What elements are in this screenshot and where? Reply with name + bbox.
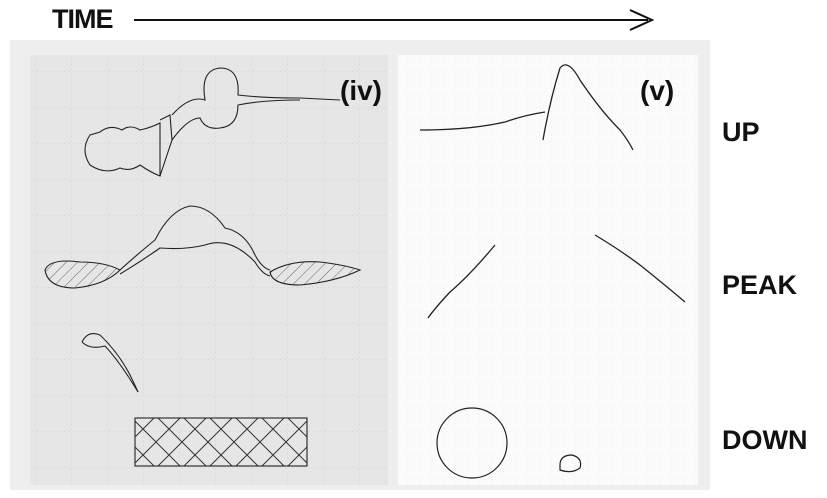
panel-v-up-sketch	[419, 64, 634, 151]
panel-iv-peak-sketch	[44, 205, 362, 289]
panel-v-peak-sketch	[427, 234, 686, 319]
panel-iv-down-sketch	[81, 333, 308, 467]
panel-iv-label: (iv)	[340, 75, 382, 106]
panel-iv-up-sketch	[84, 67, 341, 177]
row-label-up: UP	[722, 117, 760, 147]
panel-v	[398, 55, 698, 485]
time-arrow	[134, 9, 655, 31]
panel-iv	[30, 55, 388, 485]
time-axis-label: TIME	[52, 4, 113, 34]
panel-v-label: (v)	[640, 75, 675, 106]
row-label-down: DOWN	[722, 425, 808, 455]
row-label-peak: PEAK	[722, 270, 798, 300]
panel-v-down-sketch	[436, 407, 582, 479]
